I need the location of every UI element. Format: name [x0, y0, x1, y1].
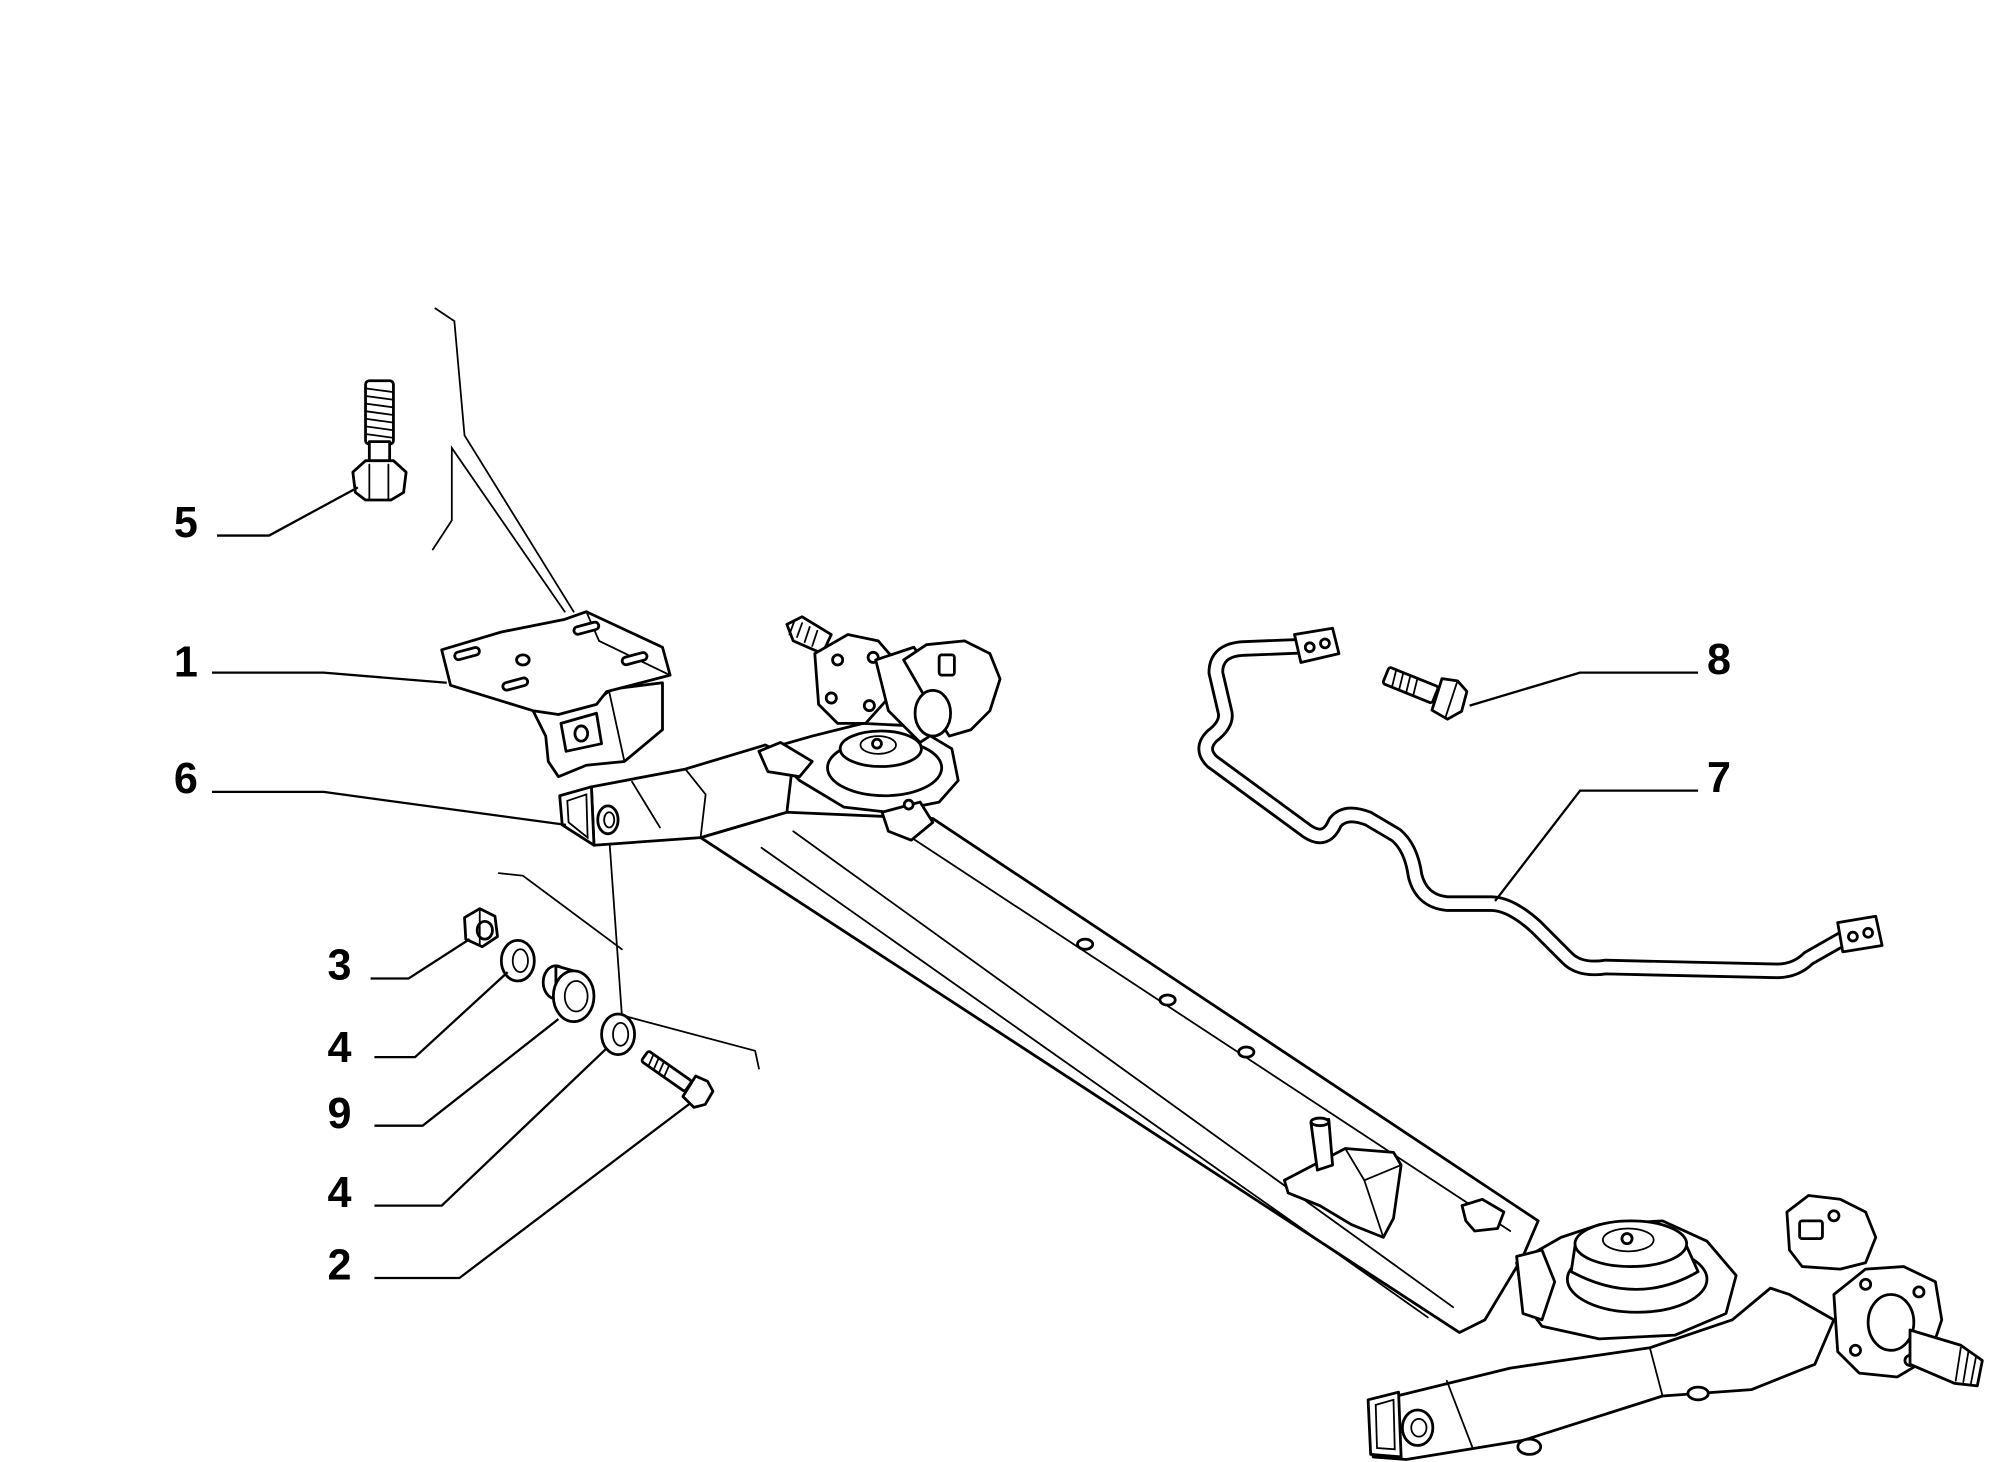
- pivot-hole: [596, 804, 620, 836]
- pivot-hole: [1400, 1408, 1435, 1447]
- stub-axle: [785, 615, 833, 655]
- slot: [572, 620, 601, 636]
- leader-8: [1469, 671, 1699, 707]
- part-8-bolt: [1381, 666, 1469, 721]
- leader-6: [211, 790, 567, 827]
- leader-7: [1494, 789, 1699, 902]
- hub-bracket: [1785, 1194, 1878, 1271]
- part-7-stabilizer-bar: [1197, 626, 1884, 980]
- spring-seat-left: [757, 721, 960, 842]
- beam-hole: [1076, 937, 1095, 951]
- center-stud-bracket: [1282, 1116, 1506, 1239]
- part-9-bushing: [541, 964, 596, 1024]
- callout-labels: 5 1 6 3 4 9 4 2 8 7: [174, 499, 1731, 1289]
- hub-left: [785, 615, 1002, 744]
- callout-label-1: 1: [174, 638, 198, 686]
- assembly-guide-lines: [431, 307, 760, 1070]
- leader-9: [374, 1018, 560, 1127]
- tab: [1515, 1248, 1557, 1322]
- hub-right: [1785, 1194, 1984, 1388]
- part-1-bracket: [440, 610, 672, 779]
- beam-hole: [1237, 1045, 1256, 1059]
- bar-end-plate: [1836, 914, 1884, 954]
- trailing-arm-right: [1366, 1286, 1836, 1461]
- leader-3: [370, 938, 471, 980]
- bar-end-plate: [1293, 626, 1341, 664]
- hex-head: [351, 459, 408, 502]
- part-2-bolt: [640, 1050, 715, 1109]
- slot: [620, 651, 649, 667]
- tab: [757, 741, 814, 779]
- beam-hole: [1158, 993, 1177, 1007]
- leader-4a: [374, 971, 509, 1059]
- tube-end-face: [558, 785, 596, 847]
- slot: [501, 676, 530, 692]
- callout-label-3: 3: [327, 942, 351, 990]
- part-4-washer: [600, 1012, 636, 1057]
- spring-seat-right: [1515, 1219, 1738, 1341]
- callout-label-9: 9: [327, 1090, 351, 1138]
- slot: [453, 646, 481, 662]
- callout-label-7: 7: [1707, 754, 1731, 802]
- leader-1: [211, 671, 447, 684]
- part-3-nut: [463, 907, 499, 949]
- hex-head: [1430, 677, 1469, 721]
- callout-label-4a: 4: [327, 1024, 351, 1072]
- part-5-bolt: [351, 379, 408, 502]
- leader-2: [374, 1103, 690, 1280]
- callout-label-8: 8: [1707, 636, 1731, 684]
- callout-leaders: [211, 486, 1699, 1280]
- callout-label-2: 2: [327, 1241, 351, 1289]
- callout-label-5: 5: [174, 499, 198, 547]
- trailing-arm-left: [558, 743, 795, 847]
- leader-4b: [374, 1047, 608, 1207]
- callout-label-6: 6: [174, 755, 198, 803]
- hole: [515, 653, 531, 667]
- part-4-washer: [499, 939, 536, 983]
- callout-label-4b: 4: [327, 1169, 351, 1217]
- small-bracket: [1460, 1197, 1506, 1233]
- leader-5: [217, 486, 359, 537]
- hex-head: [681, 1074, 715, 1109]
